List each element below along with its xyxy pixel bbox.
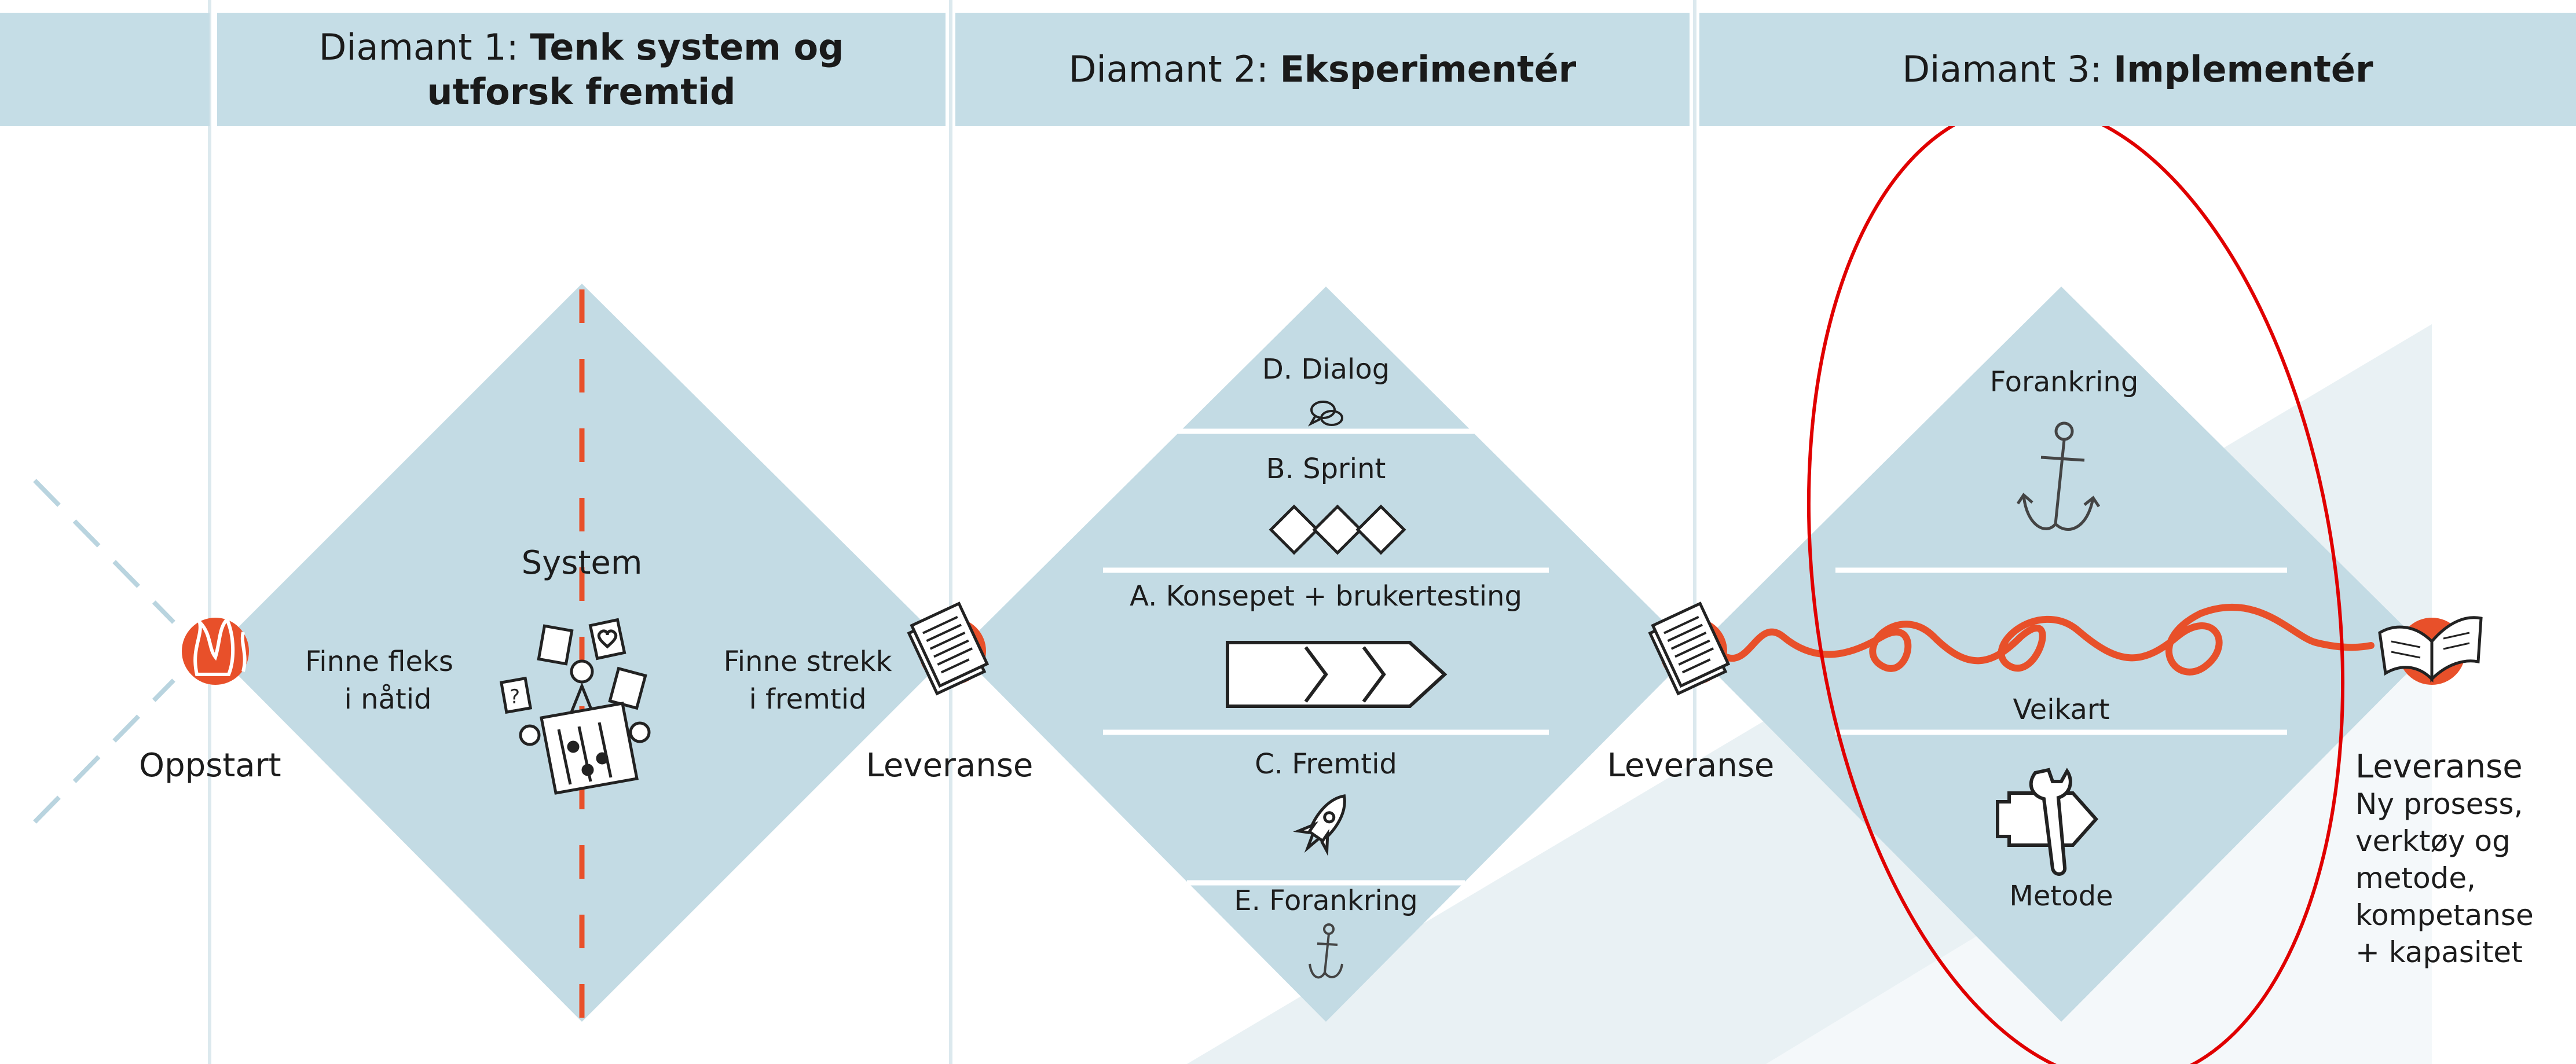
final-delivery-line: Ny prosess, (2355, 787, 2523, 821)
open-book-icon (2378, 616, 2483, 683)
delivery-2-label: Leveranse (1607, 747, 1775, 784)
header-diamond-3: Diamant 3: Implementér (1699, 13, 2576, 126)
left-header-block (0, 13, 210, 126)
rocket-icon (1293, 794, 1346, 857)
header-diamond-1: Diamant 1: Tenk system og utforsk fremti… (217, 13, 946, 126)
document-stack-icon (907, 601, 990, 696)
layer-concept-label: A. Konsepet + brukertesting (1130, 580, 1522, 612)
stretch-label-line2: i fremtid (749, 683, 867, 716)
flex-label-line1: Finne fleks (305, 645, 453, 678)
system-label: System (521, 544, 643, 582)
svg-text:?: ? (510, 685, 520, 709)
entry-dashed-line (33, 678, 175, 824)
delivery-1-label: Leveranse (866, 747, 1034, 784)
header-diamond-3-prefix: Diamant 3: (1902, 48, 2114, 91)
anchoring-label: Forankring (1989, 366, 2139, 398)
final-delivery-line: + kapasitet (2355, 935, 2523, 969)
header-diamond-1-title-line2: utforsk fremtid (427, 71, 736, 113)
header-diamond-2-prefix: Diamant 2: (1068, 48, 1280, 91)
header-diamond-3-title: Implementér (2113, 48, 2373, 91)
method-label: Metode (2009, 880, 2113, 912)
fire-icon (174, 616, 247, 676)
stretch-label-line1: Finne strekk (723, 645, 892, 678)
signpost-wrench-icon (1996, 768, 2099, 876)
people-board-icon: ? (499, 618, 651, 795)
header-diamond-2-title: Eksperimentér (1280, 48, 1577, 91)
layer-sprint-label: B. Sprint (1266, 453, 1386, 485)
final-delivery-line: kompetanse (2355, 898, 2534, 932)
header-diamond-1-prefix: Diamant 1: (318, 25, 530, 68)
arrow-chevrons-icon (1226, 641, 1448, 708)
entry-dashed-line (33, 479, 175, 624)
anchor-icon (2016, 421, 2101, 531)
layer-future-label: C. Fremtid (1255, 748, 1397, 780)
anchor-icon (1309, 923, 1343, 979)
final-delivery-block: Leveranse Ny prosess, verktøy og metode,… (2355, 748, 2534, 971)
layer-dialog-label: D. Dialog (1262, 353, 1390, 386)
final-delivery-line: metode, (2355, 861, 2476, 895)
header-diamond-1-title-line1: Tenk system og (530, 25, 844, 68)
document-stack-icon (1648, 601, 1731, 696)
final-delivery-line: verktøy og (2355, 824, 2511, 858)
layer-anchoring-label: E. Forankring (1234, 885, 1418, 917)
roadmap-label: Veikart (2013, 694, 2110, 726)
flex-label-line2: i nåtid (344, 683, 432, 716)
header-diamond-2: Diamant 2: Eksperimentér (955, 13, 1690, 126)
start-label: Oppstart (139, 747, 281, 784)
three-diamonds-icon (1269, 504, 1406, 555)
diamond-3-shape (1694, 287, 2429, 1022)
roadmap-squiggle (1710, 603, 2375, 676)
speech-bubbles-icon (1307, 401, 1343, 427)
delivery-3-label: Leveranse (2355, 748, 2523, 786)
